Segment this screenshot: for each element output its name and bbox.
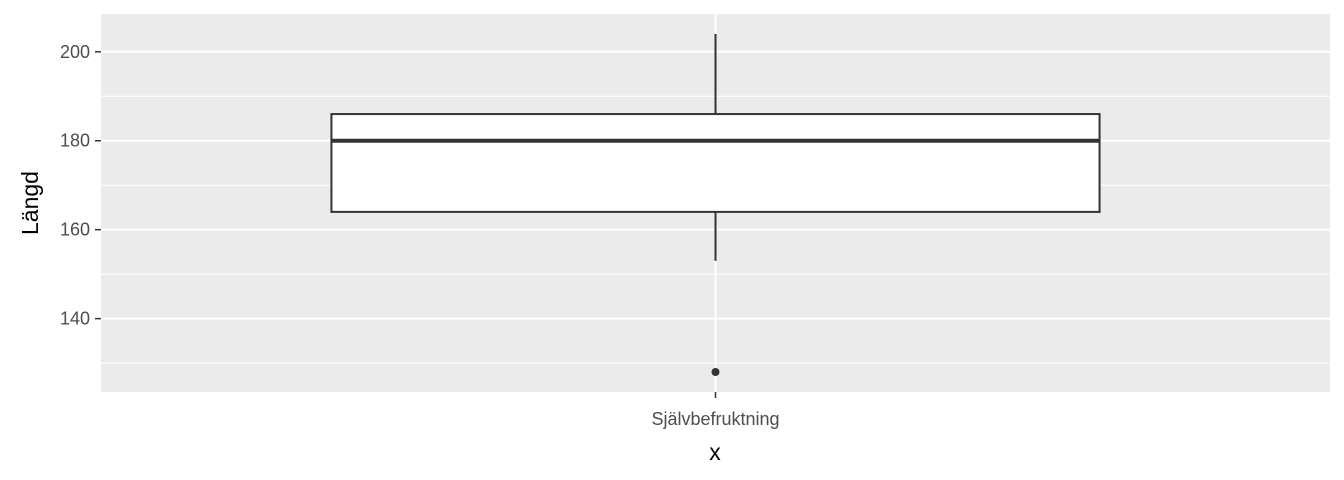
y-tick-label: 140	[60, 309, 90, 329]
y-tick-label: 160	[60, 220, 90, 240]
box-iqr	[330, 113, 1101, 213]
x-axis-title: x	[709, 439, 721, 465]
y-tick-label: 180	[60, 131, 90, 151]
outlier-point	[711, 367, 720, 376]
y-tick-label: 200	[60, 42, 90, 62]
x-tick-label: Självbefruktning	[651, 409, 779, 429]
y-axis-title: Längd	[17, 171, 43, 235]
box-marks	[330, 34, 1101, 376]
